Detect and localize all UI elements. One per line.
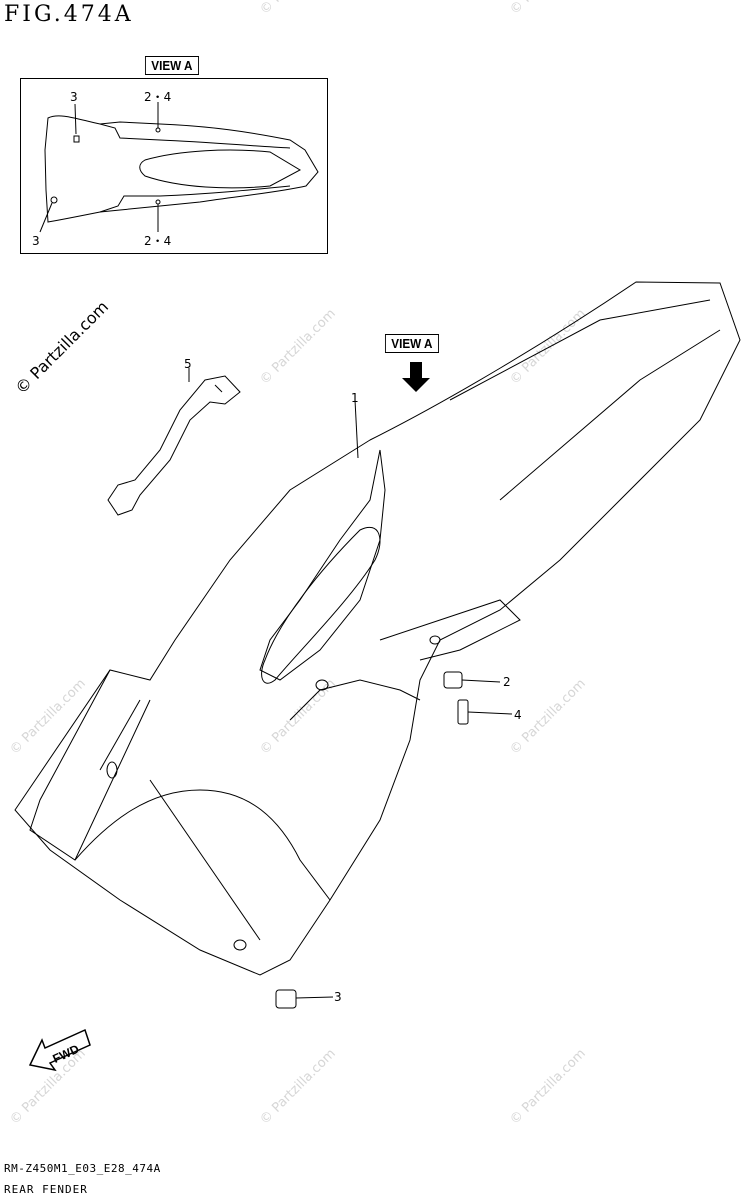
watermark: © Partzilla.com — [7, 676, 89, 758]
inset-callout-2-4-top: 2・4 — [144, 90, 171, 104]
watermark-large: © Partzilla.com — [11, 297, 112, 398]
inset-callouts: 3 2・4 3 2・4 — [32, 90, 171, 248]
bolt-part-4 — [457, 699, 513, 725]
nut-part-2 — [443, 671, 501, 689]
callout-part-3: 3 — [334, 990, 342, 1004]
watermark: © Partzilla.com — [257, 1046, 339, 1128]
inset-view-label: VIEW A — [144, 56, 199, 75]
figure-title: FIG.474A — [4, 2, 134, 27]
callout-part-5: 5 — [184, 357, 192, 371]
model-code: RM-Z450M1_E03_E28_474A — [4, 1162, 161, 1175]
watermark: © Partzilla.com — [507, 306, 589, 388]
callout-part-2: 2 — [503, 675, 511, 689]
part-group-name: REAR FENDER — [4, 1183, 88, 1196]
watermark: © Partzilla.com — [507, 1046, 589, 1128]
view-a-arrow — [402, 362, 430, 392]
rear-fender-part — [14, 281, 741, 976]
callout-part-4: 4 — [514, 708, 522, 722]
inset-view-frame — [20, 78, 328, 254]
view-a-label: VIEW A — [384, 334, 439, 353]
main-callouts: 1 5 2 4 3 — [184, 357, 522, 1004]
watermark: © Partzilla.com — [257, 0, 339, 18]
bolt-part-3 — [275, 989, 334, 1009]
inset-callout-2-4-bottom: 2・4 — [144, 234, 171, 248]
callout-part-1: 1 — [351, 391, 359, 405]
watermark: © Partzilla.com — [257, 306, 339, 388]
inset-fender-outline — [39, 102, 319, 233]
inset-callout-3-top: 3 — [70, 90, 78, 104]
bracket-part-5 — [107, 368, 241, 516]
watermark: © Partzilla.com — [507, 0, 589, 18]
inset-callout-3-bottom: 3 — [32, 234, 40, 248]
